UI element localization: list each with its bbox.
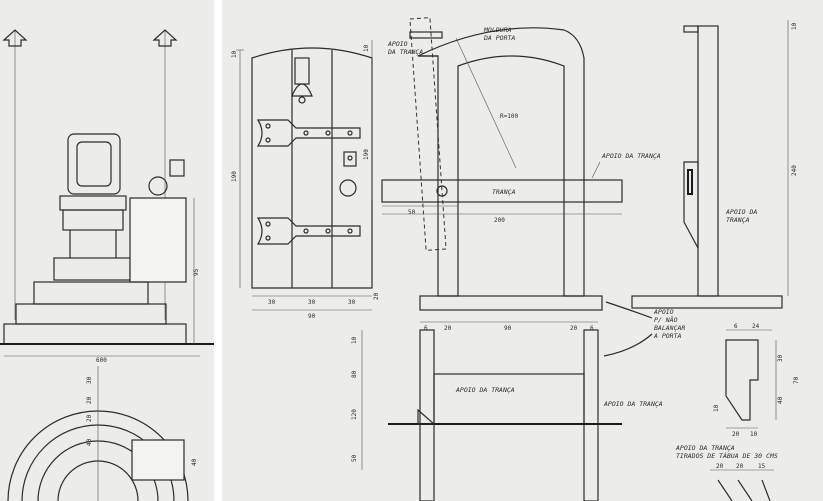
frame-top-dim: 10 [363, 44, 370, 52]
detail-side-10: 10 [713, 404, 720, 412]
plan-dim-6b: 6 [590, 325, 594, 332]
plan-left-10: 10 [351, 336, 358, 344]
plan-apoio-mid: APOIO DA TRANÇA [455, 386, 515, 394]
door-total-width: 90 [308, 313, 316, 320]
plan-left-50: 50 [351, 454, 358, 462]
ring-dim-1: 30 [86, 376, 93, 384]
foot-dim-15: 15 [758, 463, 766, 470]
detail-bottom-20: 20 [732, 431, 740, 438]
plan-dim-90: 90 [504, 325, 512, 332]
plan-left-80: 80 [351, 370, 358, 378]
detail-side-70: 70 [793, 376, 800, 384]
left-height-dim: 95 [193, 268, 200, 276]
stair-steps [0, 281, 214, 345]
left-width-dim: 600 [96, 357, 107, 364]
plan-section: 6 20 90 20 6 10 80 120 50 APOIO DA TRANÇ… [351, 301, 685, 501]
door-bell-icon [291, 57, 313, 104]
tranca-length-dim: 200 [494, 217, 505, 224]
detail-bottom-10: 10 [750, 431, 758, 438]
plan-left-120: 120 [351, 409, 358, 420]
lower-hinge [256, 217, 361, 245]
raio-label: R=100 [500, 113, 518, 120]
door-top-dim: 10 [231, 50, 238, 58]
door-height-dim: 190 [231, 171, 238, 182]
foot-dim-20b: 20 [736, 463, 744, 470]
ring-dim-4: 40 [86, 438, 93, 446]
keyhole-icon [343, 151, 357, 167]
upper-hinge [256, 119, 361, 147]
ring-dim-2: 20 [86, 396, 93, 404]
door-knob [339, 179, 357, 197]
block-dim: 40 [191, 458, 198, 466]
foot-dim-20a: 20 [716, 463, 724, 470]
plank-width-3: 30 [348, 299, 356, 306]
detail-top-24: 24 [752, 323, 760, 330]
north-arrow-icon-right [152, 29, 178, 47]
left-elevation-drawing: 95 600 30 20 20 40 40 [0, 29, 214, 501]
frame-190-dim: 190 [363, 149, 370, 160]
tranca-bar [381, 179, 623, 203]
plank-width-1: 30 [268, 299, 276, 306]
plan-apoio-right: APOIO DA TRANÇA [603, 400, 663, 408]
door-bottom-dim: 20 [373, 292, 380, 300]
side-top-dim: 10 [791, 22, 798, 30]
plank-width-2: 30 [308, 299, 316, 306]
plan-dim-6a: 6 [424, 325, 428, 332]
tranca-label: TRANÇA [492, 188, 516, 196]
floor-arcs [7, 366, 189, 501]
bell-box [129, 159, 187, 283]
floor-block [131, 439, 185, 481]
detail-top-6: 6 [734, 323, 738, 330]
left-elevation-panel: 95 600 30 20 20 40 40 [0, 0, 214, 501]
plan-dim-20b: 20 [570, 325, 578, 332]
side-height-dim: 240 [791, 165, 798, 176]
door-elevation: 10 190 20 30 30 30 90 [231, 47, 380, 320]
plan-dim-20a: 20 [444, 325, 452, 332]
throne-chair [53, 133, 131, 281]
north-arrow-icon-left [2, 29, 28, 47]
tranca-left-dim: 50 [408, 209, 416, 216]
detail-side-30: 30 [777, 354, 784, 362]
detail-side-40: 40 [777, 396, 784, 404]
apoio-right-label: APOIO DA TRANÇA [601, 152, 661, 160]
ring-dim-3: 20 [86, 414, 93, 422]
